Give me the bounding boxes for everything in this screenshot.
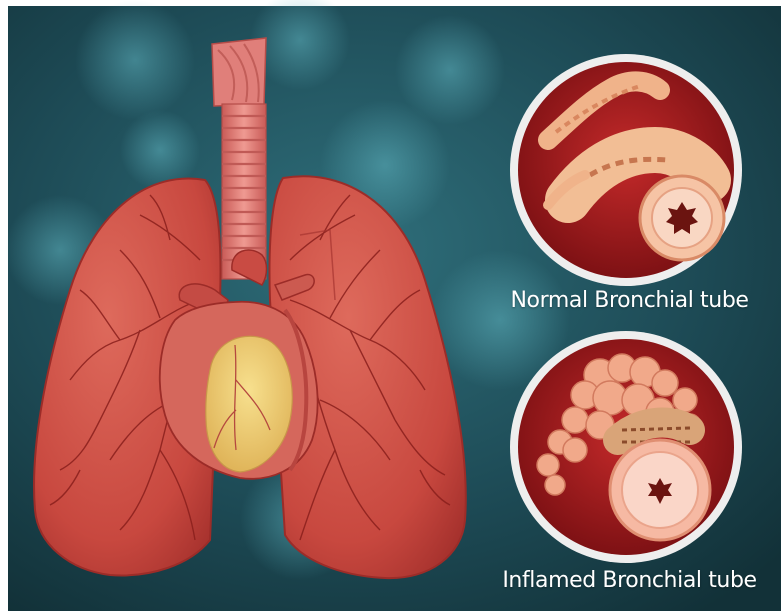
normal-bronchial-tube-caption: Normal Bronchial tube — [478, 288, 781, 313]
normal-bronchial-tube-illustration — [510, 54, 742, 286]
inflamed-bronchial-tube-illustration — [510, 331, 742, 563]
inflamed-bronchial-tube-caption: Inflamed Bronchial tube — [478, 568, 781, 593]
